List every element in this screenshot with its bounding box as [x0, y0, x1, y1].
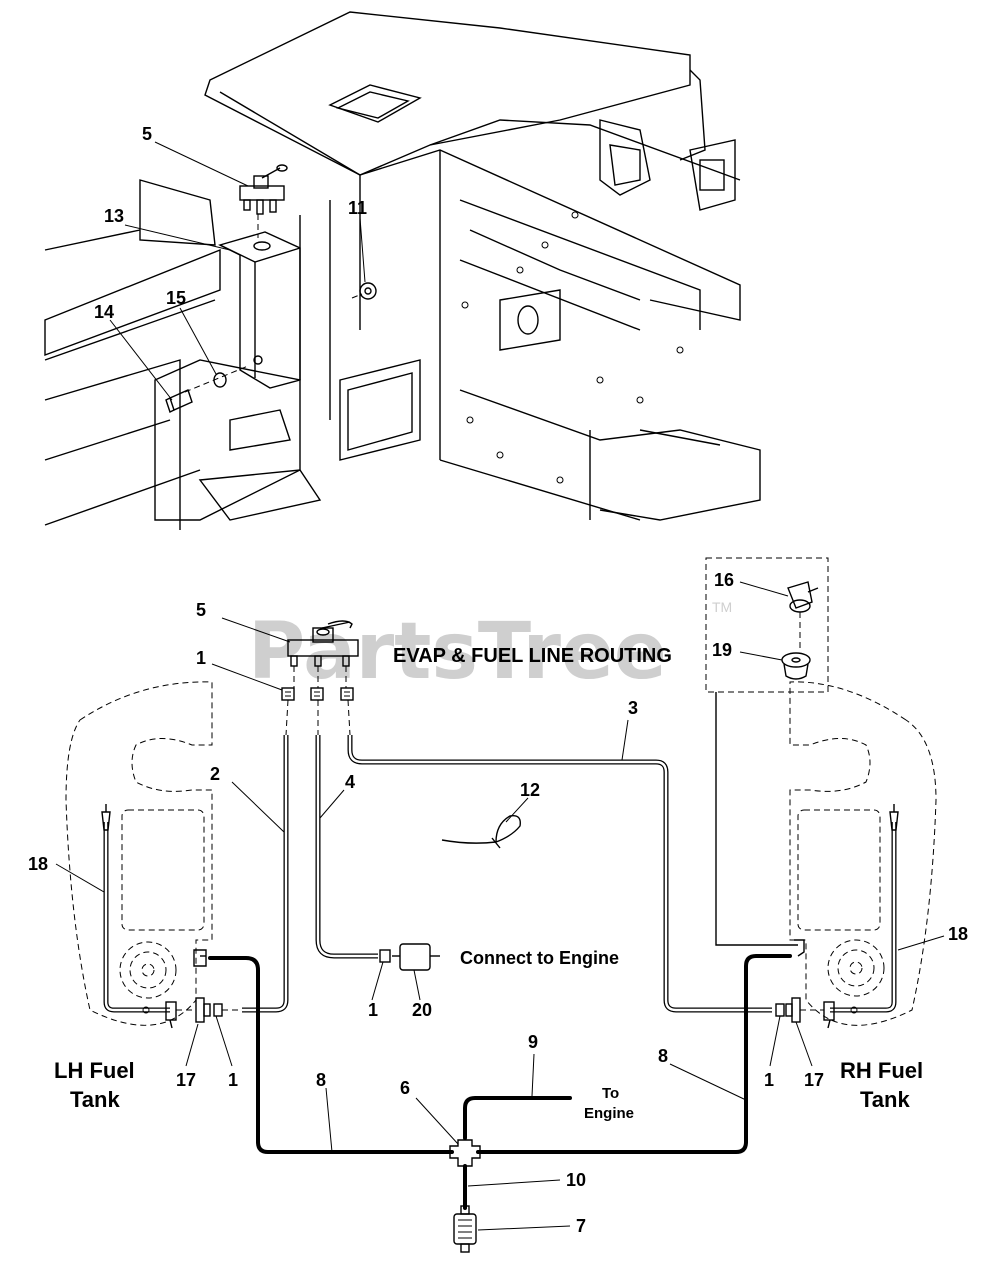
fuel-hose-part-9: [463, 1096, 572, 1140]
callout-1-top: 1: [196, 648, 206, 668]
fuel-hose-part-8: [193, 949, 792, 1154]
valve-mounting-bracket: [218, 231, 301, 389]
callout-17-right: 17: [804, 1070, 824, 1090]
callout-12: 12: [520, 780, 540, 800]
callout-10: 10: [566, 1170, 586, 1190]
leader-lines: [55, 617, 945, 1231]
callout-9: 9: [528, 1032, 538, 1052]
callout-top-5: 5: [142, 124, 152, 144]
fuel-line-part-18-right: [823, 804, 899, 1029]
evap-hose-part-4: [315, 735, 378, 959]
chassis-exploded-view: [44, 11, 761, 530]
evap-hose-part-3: [347, 735, 772, 1013]
callout-8-right: 8: [658, 1046, 668, 1066]
callout-top-15: 15: [166, 288, 186, 308]
callout-3: 3: [628, 698, 638, 718]
callout-2: 2: [210, 764, 220, 784]
grommet-part-19: [781, 652, 811, 680]
callout-top-13: 13: [104, 206, 124, 226]
to-engine-label-line2: Engine: [584, 1105, 634, 1122]
callout-top-11: 11: [348, 198, 367, 218]
routing-title: EVAP & FUEL LINE ROUTING: [393, 645, 672, 667]
lh-fuel-tank-label-line1: LH Fuel: [54, 1058, 135, 1083]
fuel-filter-part-7: [453, 1205, 477, 1253]
callout-5: 5: [196, 600, 206, 620]
callout-top-14: 14: [94, 302, 114, 322]
grommet-part-11: [359, 282, 377, 300]
callout-17-left: 17: [176, 1070, 196, 1090]
fuel-selector-valve: [287, 620, 359, 667]
callout-labels: 5 13 11 15 14 5 1 16 19 3 2 4 12 18 18 1…: [28, 124, 968, 1236]
callout-16: 16: [714, 570, 734, 590]
cable-tie-part-12: [441, 815, 521, 849]
bolt-part-14: [165, 389, 193, 413]
rh-fuel-tank-label-line1: RH Fuel: [840, 1058, 923, 1083]
hose-clamps-top: [281, 687, 354, 701]
callout-19: 19: [712, 640, 732, 660]
callout-6: 6: [400, 1078, 410, 1098]
callout-20: 20: [412, 1000, 432, 1020]
evap-hose-part-2: [242, 735, 289, 1013]
callout-1-left: 1: [228, 1070, 238, 1090]
tank-fitting-right: [775, 997, 824, 1023]
fuel-selector-valve-top: [239, 164, 288, 215]
callout-18-right: 18: [948, 924, 968, 944]
rh-fuel-tank-label-line2: Tank: [860, 1087, 910, 1112]
fuel-line-part-18-left: [101, 804, 177, 1029]
callout-7: 7: [576, 1216, 586, 1236]
callout-8-left: 8: [316, 1070, 326, 1090]
rh-fuel-tank-outline: [789, 681, 937, 1026]
fuel-tee-part-6: [449, 1139, 481, 1167]
to-engine-label-line1: To: [602, 1085, 619, 1102]
vent-valve-part-16: [787, 581, 819, 613]
washer-part-15: [213, 372, 227, 388]
detail-box-16-19: [705, 557, 829, 693]
tank-fitting-left: [176, 997, 242, 1023]
carbon-canister-part-20: [379, 943, 440, 971]
text-labels: EVAP & FUEL LINE ROUTING Connect to Engi…: [54, 645, 923, 1122]
connect-to-engine-label: Connect to Engine: [460, 948, 619, 968]
callout-1-engine: 1: [368, 1000, 378, 1020]
lh-fuel-tank-outline: [65, 681, 213, 1026]
callout-18-left: 18: [28, 854, 48, 874]
callout-4: 4: [345, 772, 355, 792]
watermark-trademark: TM: [712, 599, 732, 615]
callout-1-right: 1: [764, 1070, 774, 1090]
lh-fuel-tank-label-line2: Tank: [70, 1087, 120, 1112]
